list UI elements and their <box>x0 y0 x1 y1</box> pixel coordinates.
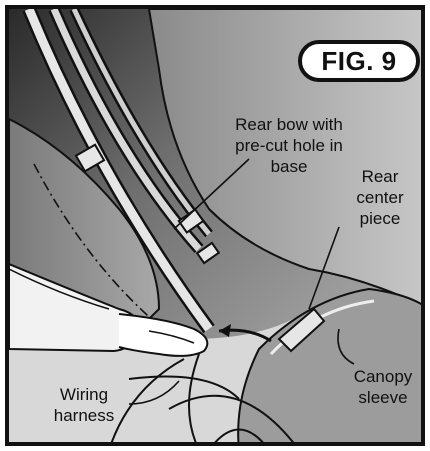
figure-number-badge: FIG. 9 <box>298 40 420 82</box>
label-wiring-harness: Wiring harness <box>29 384 139 426</box>
figure-frame: FIG. 9 Rear bow with pre-cut hole in bas… <box>5 5 425 446</box>
label-canopy-sleeve: Canopy sleeve <box>333 366 425 408</box>
label-rear-center-piece: Rear center piece <box>335 166 425 229</box>
